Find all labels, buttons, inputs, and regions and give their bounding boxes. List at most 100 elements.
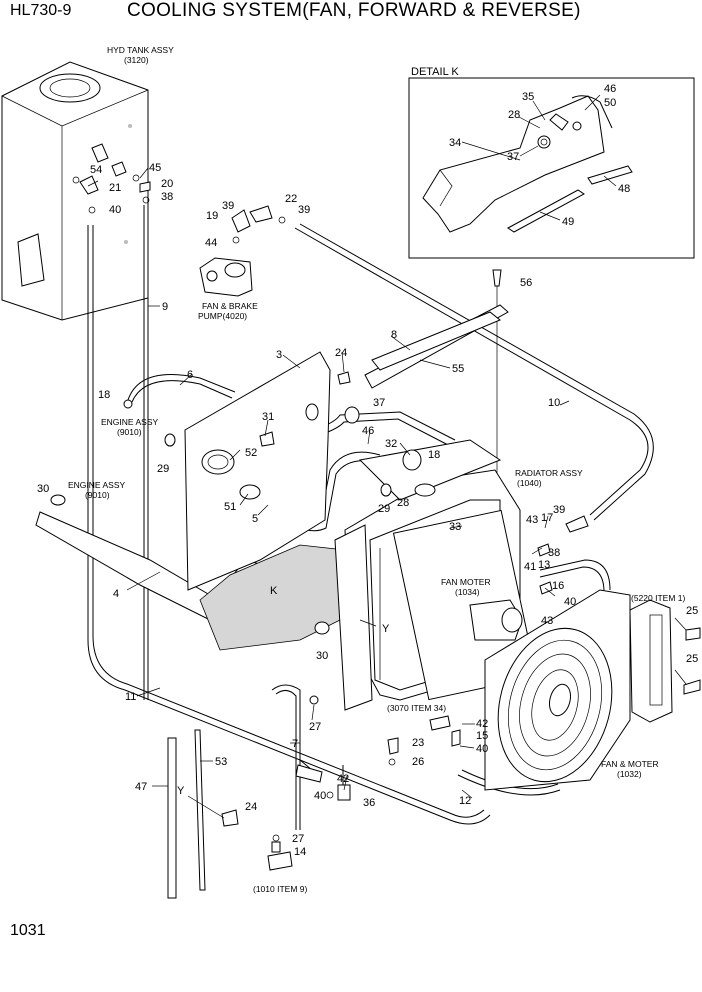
callout: 48 — [618, 183, 630, 195]
caption-item-3070: (3070 ITEM 34) — [387, 703, 446, 713]
callout: 21 — [109, 182, 121, 194]
caption-fan-and-moter-1: FAN & MOTER — [601, 759, 659, 769]
callout: 45 — [149, 162, 161, 174]
callout: 18 — [98, 389, 110, 401]
callout: 33 — [449, 521, 461, 533]
leader-lines — [87, 94, 687, 819]
caption-hyd-tank-2: (3120) — [124, 55, 149, 65]
callout: 51 — [224, 501, 236, 513]
callout: Y — [382, 623, 390, 635]
callout: 14 — [294, 846, 306, 858]
callout: 16 — [552, 580, 564, 592]
caption-item-5220: (5220 ITEM 1) — [631, 593, 685, 603]
callout: 36 — [363, 797, 375, 809]
callout: 30 — [37, 483, 49, 495]
caption-fan-and-moter-2: (1032) — [617, 769, 642, 779]
callout: 46 — [362, 425, 374, 437]
callout: 39 — [222, 200, 234, 212]
callout: 6 — [187, 369, 193, 381]
callout: 13 — [538, 559, 550, 571]
callout: 19 — [206, 210, 218, 222]
callout: 22 — [285, 193, 297, 205]
fittings — [50, 174, 701, 871]
callout: 25 — [686, 605, 698, 617]
callout: 8 — [391, 329, 397, 341]
callout: 27 — [292, 833, 304, 845]
callout: 38 — [161, 191, 173, 203]
callout: 5 — [252, 513, 258, 525]
callout: 29 — [378, 503, 390, 515]
model-code: HL730-9 — [10, 2, 72, 19]
caption-item-1010: (1010 ITEM 9) — [253, 884, 307, 894]
caption-pump-2: PUMP(4020) — [198, 311, 247, 321]
callout: 15 — [476, 730, 488, 742]
callout: 7 — [292, 738, 298, 750]
shroud-plate — [184, 351, 331, 591]
caption-fan-moter-2: (1034) — [455, 587, 480, 597]
callout: 54 — [90, 164, 102, 176]
caption-engine2-1: ENGINE ASSY — [68, 480, 125, 490]
callout: 12 — [459, 795, 471, 807]
callout: 49 — [562, 216, 574, 228]
caption-hyd-tank-1: HYD TANK ASSY — [107, 45, 174, 55]
callout: 23 — [412, 737, 424, 749]
page-title: COOLING SYSTEM(FAN, FORWARD & REVERSE) — [127, 0, 581, 21]
callout: 9 — [162, 301, 168, 313]
callout: 41 — [524, 561, 536, 573]
assembly-captions: HYD TANK ASSY (3120) FAN & BRAKE PUMP(40… — [68, 45, 685, 894]
callout: 56 — [520, 277, 532, 289]
callout: 28 — [508, 109, 520, 121]
callout: 52 — [245, 447, 257, 459]
callout: 40 — [564, 596, 576, 608]
callout: 18 — [428, 449, 440, 461]
callout: 3 — [276, 349, 282, 361]
callout: 44 — [205, 237, 217, 249]
callout: 37 — [373, 397, 385, 409]
callout: 24 — [335, 347, 347, 359]
callout: 20 — [161, 178, 173, 190]
detail-k-title: DETAIL K — [411, 66, 459, 78]
callout: 38 — [548, 547, 560, 559]
radiator-assembly — [334, 439, 538, 711]
callout: 17 — [541, 512, 553, 524]
caption-fan-moter-1: FAN MOTER — [441, 577, 491, 587]
callout: 37 — [507, 151, 519, 163]
callout: 40 — [314, 790, 326, 802]
caption-engine1-2: (9010) — [117, 427, 142, 437]
callout: 32 — [385, 438, 397, 450]
callout: 43 — [526, 514, 538, 526]
callout: 53 — [215, 756, 227, 768]
fan-motor — [469, 599, 523, 641]
callout: 46 — [604, 83, 616, 95]
callout: 35 — [522, 91, 534, 103]
callout: 4 — [113, 588, 119, 600]
caption-radiator-1: RADIATOR ASSY — [515, 468, 583, 478]
mounting-straps — [167, 729, 206, 899]
callout: 40 — [109, 204, 121, 216]
page-number: 1031 — [10, 922, 46, 939]
callout: 28 — [397, 497, 409, 509]
callout: 26 — [412, 756, 424, 768]
callout: 42 — [476, 718, 488, 730]
caption-engine1-1: ENGINE ASSY — [101, 417, 158, 427]
callout: 42 — [337, 773, 349, 785]
top-support-bar — [364, 304, 509, 389]
callout: K — [270, 585, 278, 597]
callout: 55 — [452, 363, 464, 375]
callout: 25 — [686, 653, 698, 665]
callout: Y — [177, 785, 185, 797]
fan-shroud — [484, 589, 631, 791]
callout: 24 — [245, 801, 257, 813]
hydraulic-tank — [1, 61, 149, 321]
fan-brake-pump — [199, 257, 253, 297]
callout: 27 — [309, 721, 321, 733]
detail-k-bracket — [422, 95, 633, 233]
callout: 34 — [449, 137, 461, 149]
callout-numbers: 35 46 50 28 34 37 48 49 54 45 21 20 38 4… — [37, 83, 698, 858]
callout: 50 — [604, 97, 616, 109]
detail-k-frame — [408, 77, 695, 259]
callout: 47 — [135, 781, 147, 793]
caption-pump-1: FAN & BRAKE — [202, 301, 258, 311]
callout: 31 — [262, 411, 274, 423]
